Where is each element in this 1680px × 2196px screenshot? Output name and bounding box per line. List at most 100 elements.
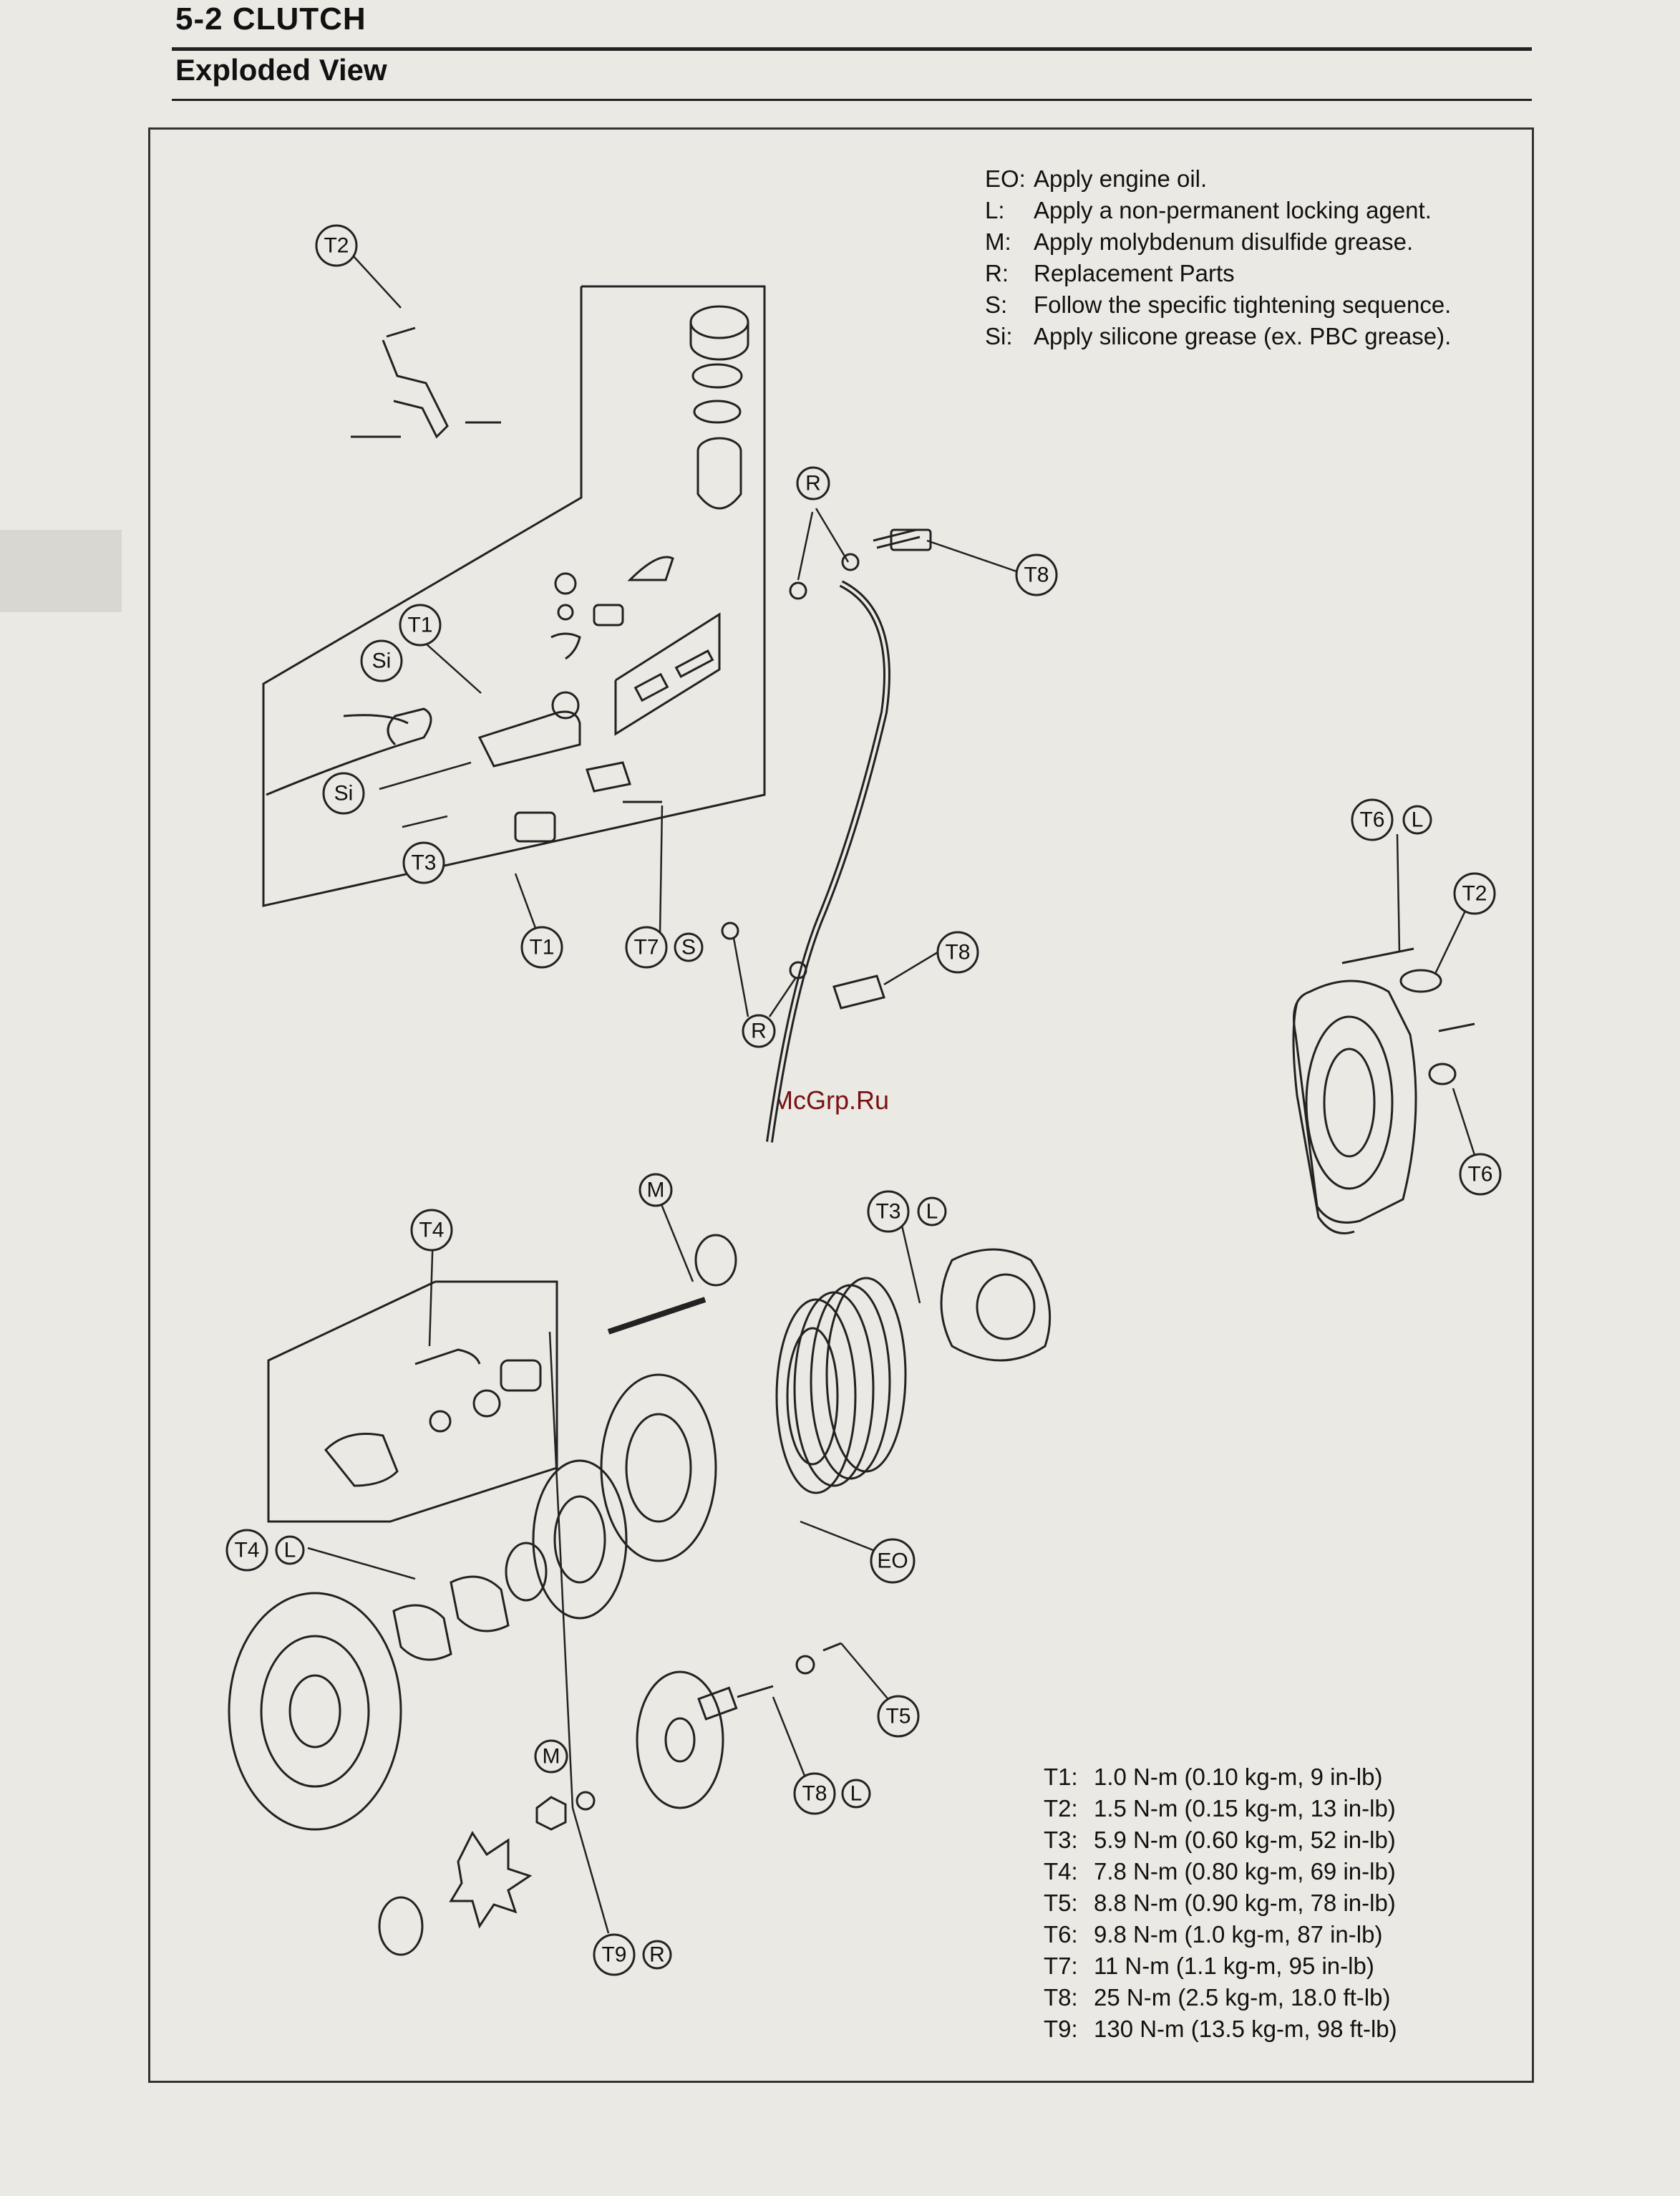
torque-item: T5:8.8 N-m (0.90 kg-m, 78 in-lb)	[1044, 1890, 1396, 1916]
callout-label-r: R	[751, 1020, 767, 1043]
callout-s	[674, 932, 704, 962]
callout-t1	[399, 604, 442, 647]
slave-cylinder	[324, 1433, 399, 1487]
push-rod	[607, 1297, 707, 1335]
callout-label-l: L	[926, 1200, 938, 1224]
reservoir-body	[696, 437, 742, 510]
banjo-bolt	[832, 974, 885, 1010]
clutch-nut	[535, 1796, 567, 1831]
legend: EO:Apply engine oil. L:Apply a non-perma…	[985, 163, 1451, 352]
callout-label-l: L	[284, 1539, 296, 1562]
callout-t2	[1453, 872, 1496, 915]
legend-item: R:Replacement Parts	[985, 260, 1235, 286]
callout-l	[275, 1535, 305, 1565]
callout-r	[796, 466, 830, 500]
callout-label-l: L	[1412, 808, 1424, 832]
callout-l	[917, 1196, 947, 1227]
callout-label-t4: T4	[419, 1219, 444, 1242]
torque-item: T7:11 N-m (1.1 kg-m, 95 in-lb)	[1044, 1953, 1374, 1979]
header-rule-bottom	[172, 99, 1532, 101]
callout-si	[322, 772, 365, 815]
callout-t3	[402, 841, 445, 884]
clutch-hose	[766, 580, 890, 1143]
callout-label-t1: T1	[407, 614, 432, 637]
legend-item: M:Apply molybdenum disulfide grease.	[985, 228, 1414, 255]
reservoir-cap	[689, 305, 749, 339]
callout-label-l: L	[850, 1782, 863, 1806]
needle-bearing	[378, 1896, 424, 1956]
torque-item: T6:9.8 N-m (1.0 kg-m, 87 in-lb)	[1044, 1921, 1383, 1948]
callout-m	[639, 1173, 673, 1207]
callout-label-t7: T7	[633, 936, 659, 959]
callout-r	[742, 1014, 776, 1048]
callout-t6	[1459, 1153, 1502, 1196]
callout-label-m: M	[543, 1745, 560, 1769]
legend-item: Si:Apply silicone grease (ex. PBC grease…	[985, 323, 1452, 349]
callout-label-t2: T2	[1462, 882, 1487, 906]
torque-item: T8:25 N-m (2.5 kg-m, 18.0 ft-lb)	[1044, 1984, 1391, 2011]
damper	[449, 1831, 533, 1929]
callout-label-r: R	[649, 1943, 665, 1967]
callout-label-t9: T9	[601, 1943, 626, 1967]
torque-specs: T1:1.0 N-m (0.10 kg-m, 9 in-lb) T2:1.5 N…	[1044, 1761, 1397, 2045]
clutch-hub	[600, 1373, 717, 1562]
callout-t8	[1015, 553, 1058, 596]
torque-item: T2:1.5 N-m (0.15 kg-m, 13 in-lb)	[1044, 1795, 1396, 1822]
pressure-plate	[940, 1248, 1052, 1362]
callout-t1	[520, 926, 563, 969]
callout-label-t8: T8	[1024, 563, 1049, 587]
mirror-bracket	[382, 327, 449, 439]
callout-label-t1: T1	[529, 936, 554, 959]
diagram-frame	[148, 127, 1534, 2083]
watermark: McGrp.Ru	[772, 1085, 890, 1115]
master-cylinder-outline	[262, 285, 766, 907]
callout-t2	[315, 224, 358, 267]
clutch-lever	[266, 707, 432, 796]
clutch-plates	[775, 1277, 907, 1494]
callout-label-t8: T8	[945, 941, 970, 964]
callout-label-m: M	[647, 1179, 665, 1202]
callout-label-t3: T3	[411, 851, 436, 875]
callout-label-t5: T5	[885, 1705, 911, 1728]
callout-t7	[625, 926, 668, 969]
oil-filler-cap	[1399, 969, 1442, 993]
callout-label-si: Si	[372, 649, 392, 673]
torque-item: T3:5.9 N-m (0.60 kg-m, 52 in-lb)	[1044, 1827, 1396, 1853]
callout-label-eo: EO	[877, 1549, 908, 1573]
legend-item: L:Apply a non-permanent locking agent.	[985, 197, 1432, 223]
spring-plate	[636, 1670, 724, 1809]
section-title: 5-2 CLUTCH	[175, 1, 366, 37]
callout-eo	[870, 1538, 916, 1584]
torque-item: T9:130 N-m (13.5 kg-m, 98 ft-lb)	[1044, 2016, 1397, 2042]
callout-t9	[593, 1933, 636, 1976]
section-tab	[0, 530, 122, 612]
master-cylinder-body	[477, 710, 581, 768]
callout-label-si: Si	[334, 782, 354, 806]
callout-m	[534, 1739, 568, 1774]
callout-t8	[936, 931, 979, 974]
torque-item: T1:1.0 N-m (0.10 kg-m, 9 in-lb)	[1044, 1764, 1383, 1790]
callout-t8	[793, 1772, 836, 1815]
callout-label-r: R	[805, 472, 821, 495]
torque-item: T4:7.8 N-m (0.80 kg-m, 69 in-lb)	[1044, 1858, 1396, 1885]
reservoir-diaphragm	[691, 363, 743, 389]
callout-l	[841, 1779, 871, 1809]
callout-label-t6: T6	[1359, 808, 1384, 832]
page-subtitle: Exploded View	[175, 53, 387, 87]
callout-label-t8: T8	[802, 1782, 827, 1806]
callout-t3	[867, 1190, 910, 1233]
legend-item: EO:Apply engine oil.	[985, 165, 1208, 192]
callout-t4	[410, 1209, 453, 1252]
clutch-housing	[228, 1592, 402, 1831]
callout-t4	[225, 1529, 268, 1572]
callout-label-s: S	[681, 936, 696, 959]
cover-gasket	[1292, 1002, 1355, 1234]
callout-label-t2: T2	[324, 234, 349, 258]
callout-t5	[877, 1695, 920, 1738]
callout-label-t6: T6	[1467, 1163, 1492, 1186]
legend-item: S:Follow the specific tightening sequenc…	[985, 291, 1452, 318]
callout-label-t3: T3	[875, 1200, 900, 1224]
slave-cylinder-outline	[267, 1280, 558, 1523]
reservoir-plate	[693, 400, 742, 424]
